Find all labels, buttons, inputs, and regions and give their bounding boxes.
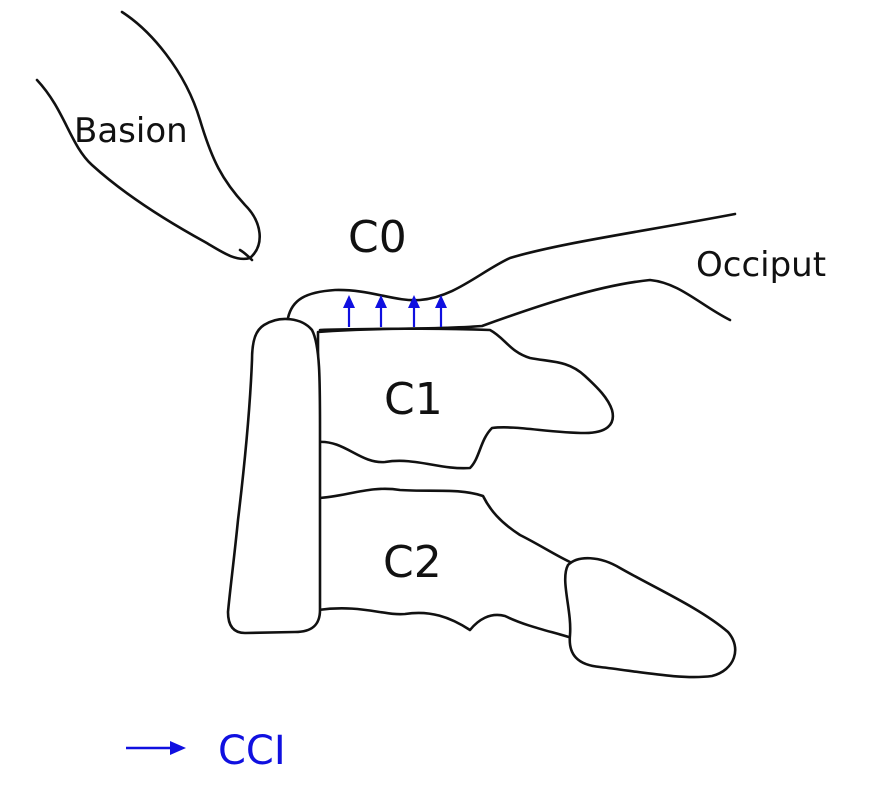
c2-spinous-process (563, 556, 737, 679)
arrow-up-icon (343, 295, 355, 327)
legend-label: CCI (218, 728, 286, 774)
basion-tip-line (238, 248, 254, 262)
c1-vertebra (316, 327, 615, 470)
label-occiput: Occiput (696, 245, 826, 285)
label-basion: Basion (74, 111, 188, 151)
occiput-upper-outline (286, 212, 737, 320)
arrow-up-icon (375, 295, 387, 327)
label-c0: C0 (348, 212, 407, 263)
legend: CCI (126, 728, 286, 774)
label-c1: C1 (384, 374, 443, 425)
arrow-up-icon (435, 295, 447, 327)
c2-vertebra (316, 487, 580, 642)
anterior-column (226, 317, 322, 635)
label-c2: C2 (383, 537, 442, 588)
cci-arrows (343, 295, 447, 327)
arrow-right-icon (126, 741, 186, 755)
arrow-up-icon (408, 295, 420, 327)
